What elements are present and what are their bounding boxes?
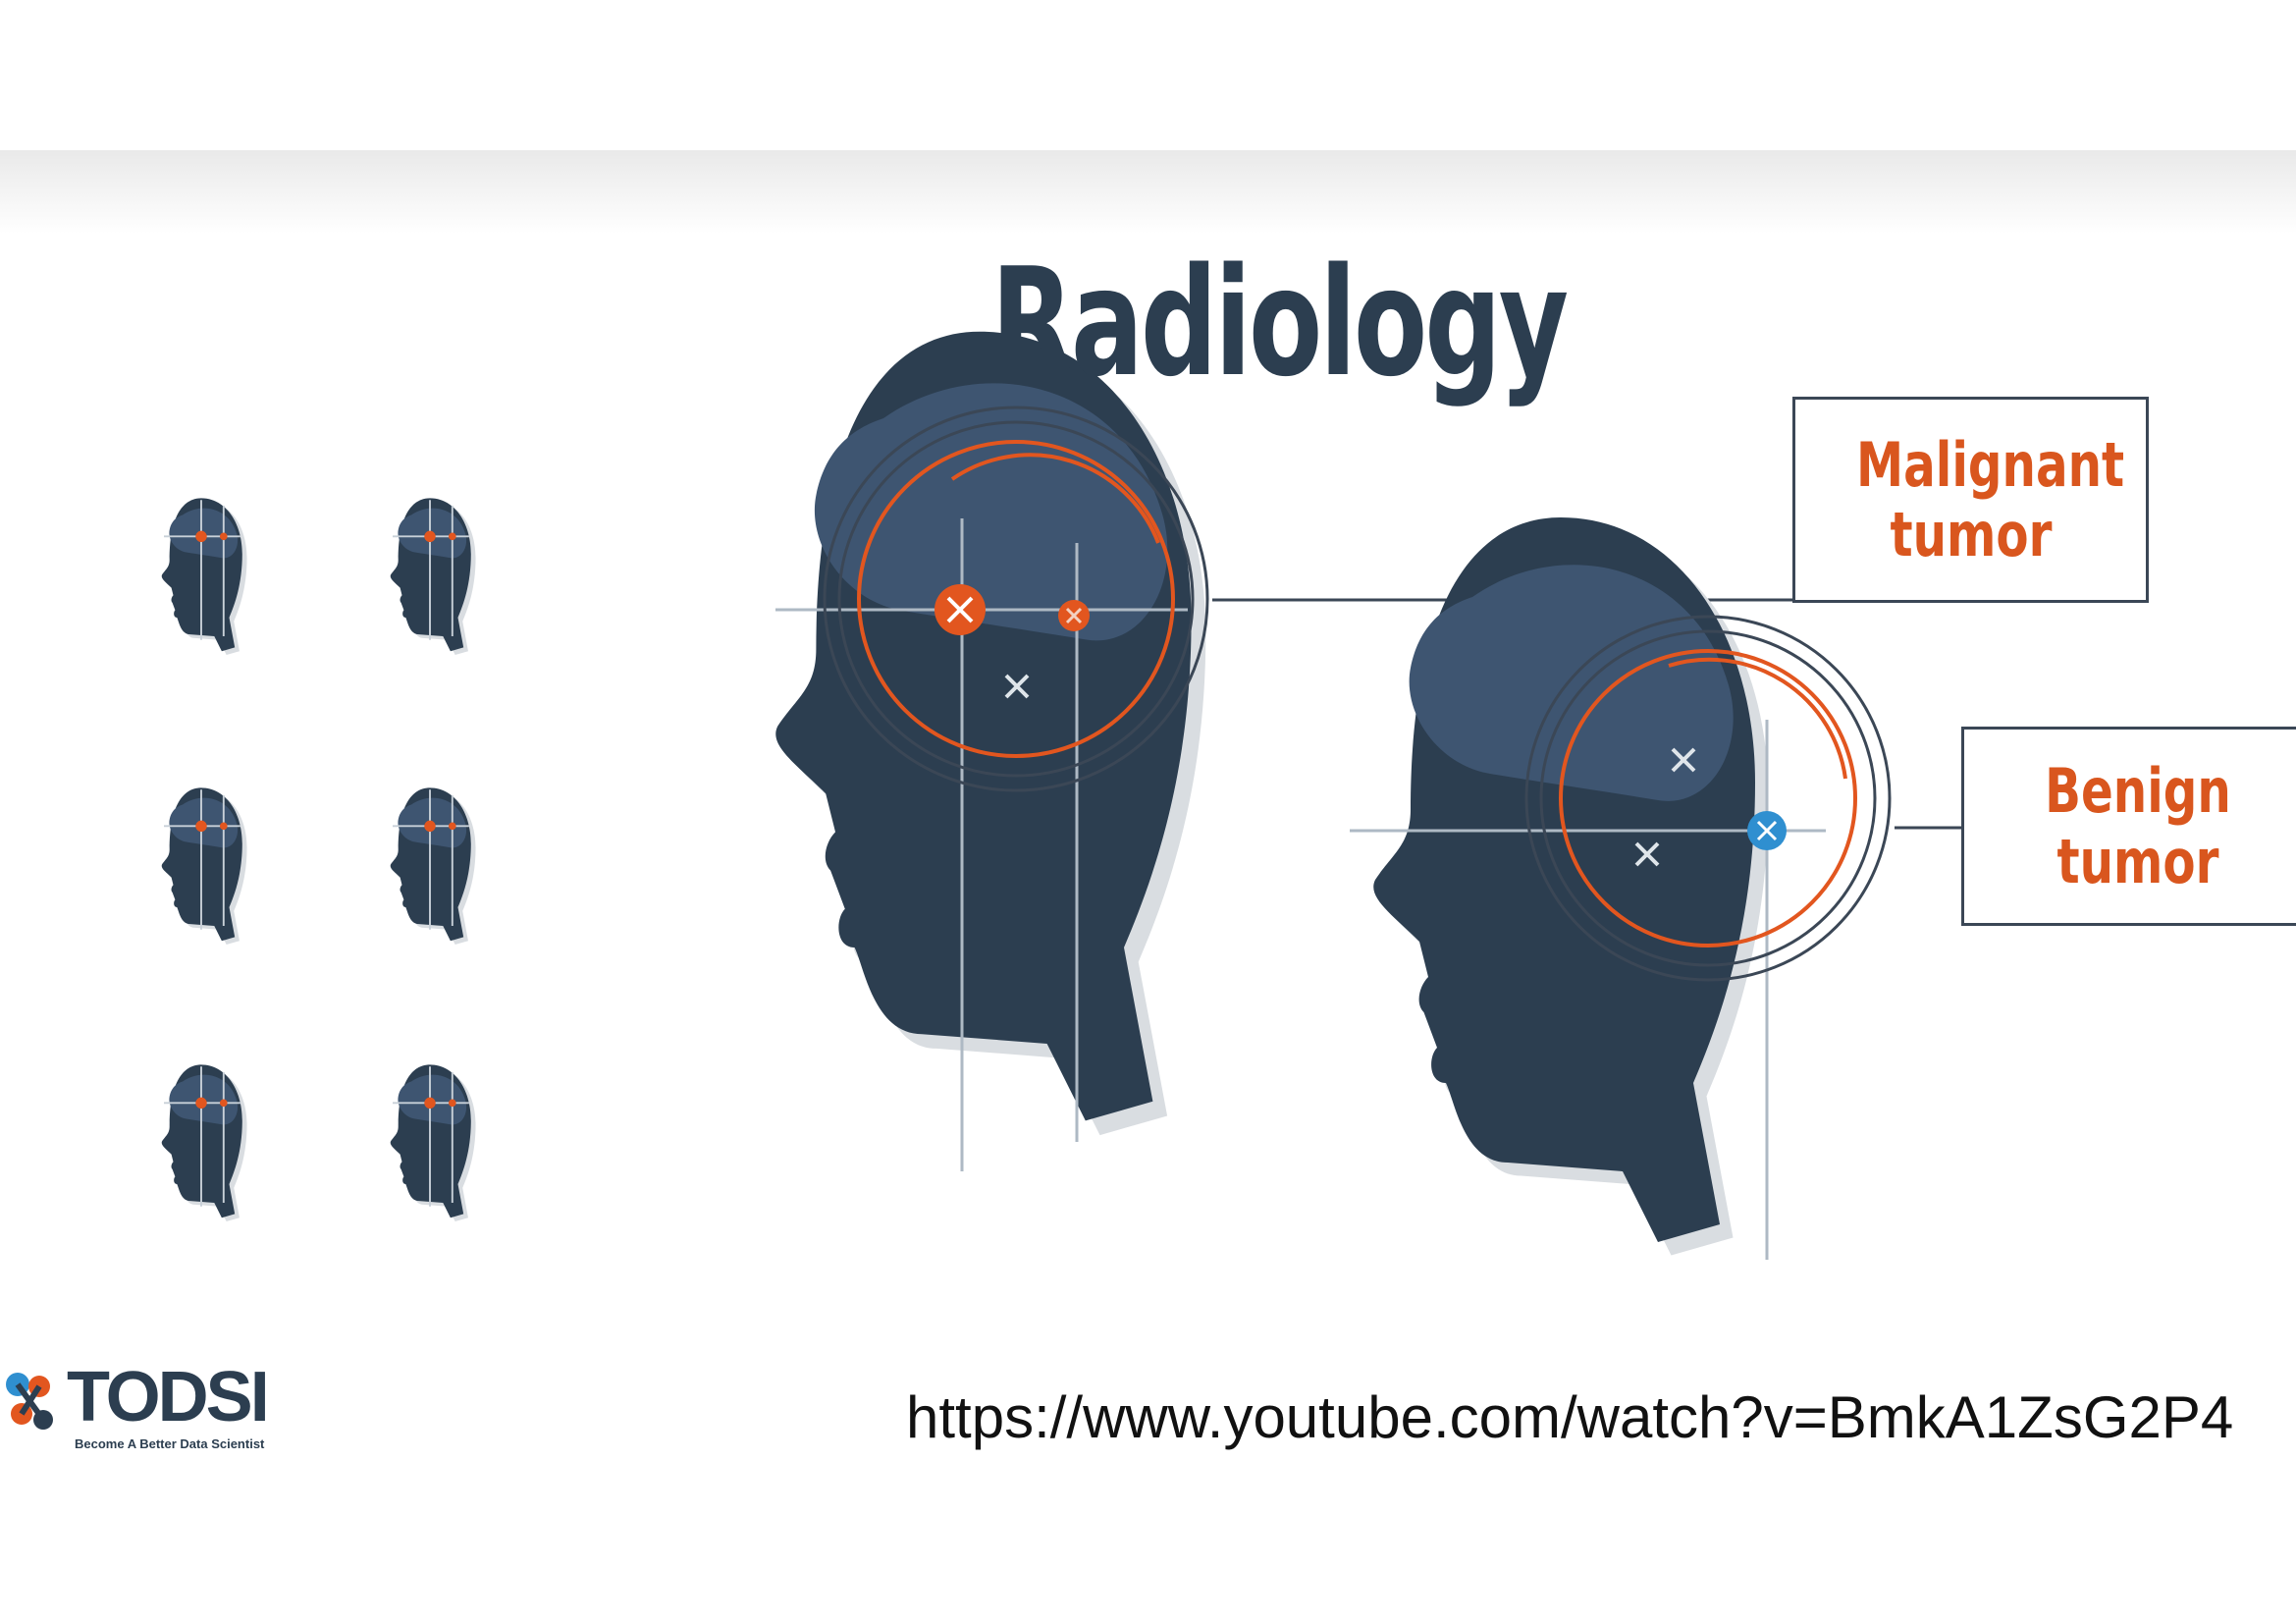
illustration — [6, 331, 1961, 1430]
slide-title: Radiology — [990, 236, 1569, 409]
large-head-benign — [1373, 517, 1769, 1256]
small-head-1 — [161, 498, 247, 655]
malignant-tumor-marker-small — [1058, 600, 1090, 631]
malignant-tumor-label: Malignant tumor — [1792, 397, 2149, 603]
malignant-tumor-text: Malignant tumor — [1855, 428, 2124, 570]
slide: Radiology Malignant tumor Benign tumor T… — [0, 150, 2296, 1471]
benign-tumor-marker — [1747, 811, 1787, 850]
logo-tagline: Become A Better Data Scientist — [75, 1436, 265, 1451]
small-head-2 — [390, 498, 476, 655]
benign-tumor-label: Benign tumor — [1961, 727, 2296, 926]
benign-tumor-text: Benign tumor — [2045, 755, 2231, 897]
small-head-4 — [390, 787, 476, 945]
small-head-5 — [161, 1064, 247, 1221]
small-head-6 — [390, 1064, 476, 1221]
logo-mark — [6, 1373, 53, 1430]
marker-x-2 — [1671, 747, 1696, 773]
malignant-tumor-marker-large — [934, 584, 986, 635]
benign-scan-overlay — [1350, 615, 1961, 1260]
logo-wordmark: TODSI — [67, 1358, 270, 1436]
marker-x-1 — [1004, 674, 1030, 699]
large-head-malignant — [775, 331, 1206, 1136]
top-shade — [0, 150, 2296, 234]
marker-x-3 — [1634, 841, 1660, 867]
malignant-scan-overlay — [775, 406, 1792, 1171]
small-head-3 — [161, 787, 247, 945]
source-url[interactable]: https://www.youtube.com/watch?v=BmkA1ZsG… — [906, 1384, 2234, 1450]
small-heads-grid — [161, 498, 476, 1221]
todsi-logo: TODSI Become A Better Data Scientist — [0, 1358, 353, 1456]
